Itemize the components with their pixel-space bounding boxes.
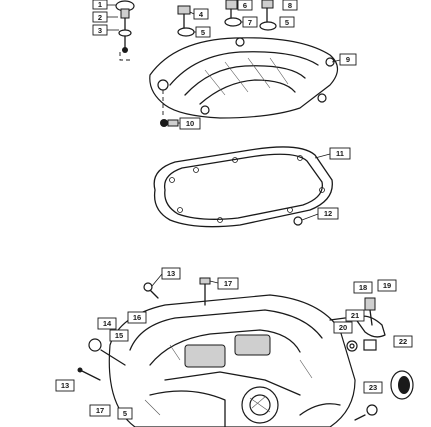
callout-5-right: 5	[279, 16, 295, 28]
callout-4: 4	[193, 8, 209, 20]
callout-16: 16	[127, 311, 147, 324]
part-bolt-center-b	[224, 0, 242, 27]
svg-text:20: 20	[339, 323, 347, 332]
part-housing	[108, 294, 356, 427]
callout-7: 7	[242, 16, 258, 28]
part-stud-upper	[143, 282, 159, 299]
callout-23: 23	[363, 381, 383, 394]
callout-17-top: 17	[217, 277, 239, 290]
svg-text:5: 5	[201, 28, 205, 37]
svg-text:19: 19	[383, 281, 391, 290]
callout-3: 3	[92, 24, 108, 36]
svg-text:17: 17	[224, 279, 232, 288]
svg-text:18: 18	[359, 283, 367, 292]
callout-2: 2	[92, 11, 108, 23]
svg-text:12: 12	[324, 209, 332, 218]
svg-text:11: 11	[336, 149, 344, 158]
callout-9: 9	[339, 53, 357, 66]
part-bolt-right	[259, 0, 277, 31]
callout-21: 21	[345, 309, 365, 322]
callout-13-left: 13	[55, 379, 75, 392]
svg-text:13: 13	[167, 269, 175, 278]
part-small-nut	[354, 404, 378, 421]
callout-18: 18	[353, 281, 373, 294]
part-plug-small	[160, 119, 179, 127]
leader-lines	[107, 4, 341, 287]
callout-10: 10	[179, 117, 201, 130]
part-cap-round	[390, 370, 414, 400]
part-pin-lower-left	[77, 367, 101, 381]
callout-5: 5	[195, 26, 211, 38]
callout-14: 14	[97, 317, 117, 330]
callout-19: 19	[377, 279, 397, 292]
svg-text:10: 10	[186, 119, 194, 128]
callout-5-lower: 5	[117, 407, 133, 420]
svg-text:5: 5	[285, 18, 289, 27]
svg-text:5: 5	[123, 409, 127, 418]
callout-20: 20	[333, 321, 353, 334]
part-top-cover	[149, 37, 339, 119]
callout-13-top: 13	[161, 267, 181, 280]
svg-text:13: 13	[61, 381, 69, 390]
part-bolt-left	[115, 0, 135, 61]
svg-text:15: 15	[115, 331, 123, 340]
part-shift-linkage	[329, 297, 386, 352]
svg-text:8: 8	[288, 1, 292, 10]
svg-text:23: 23	[369, 383, 377, 392]
callout-11: 11	[329, 147, 351, 160]
callout-1: 1	[92, 0, 108, 10]
svg-text:1: 1	[98, 0, 102, 9]
part-o-ring	[293, 216, 303, 226]
svg-text:21: 21	[351, 311, 359, 320]
svg-text:16: 16	[133, 313, 141, 322]
svg-text:2: 2	[98, 13, 102, 22]
svg-text:4: 4	[199, 10, 204, 19]
svg-text:9: 9	[346, 55, 350, 64]
part-gasket	[153, 146, 333, 228]
svg-text:7: 7	[248, 18, 252, 27]
callout-15: 15	[109, 329, 129, 342]
callout-6: 6	[237, 0, 253, 11]
svg-text:14: 14	[103, 319, 112, 328]
part-left-bolt-lower	[88, 338, 126, 366]
svg-text:17: 17	[96, 406, 104, 415]
svg-text:3: 3	[98, 26, 102, 35]
svg-text:6: 6	[243, 1, 247, 10]
svg-text:22: 22	[399, 337, 407, 346]
part-bolt-center-a	[177, 5, 195, 37]
callout-12: 12	[317, 207, 339, 220]
callout-17-bottom: 17	[89, 404, 111, 417]
callout-22: 22	[393, 335, 413, 348]
callout-8: 8	[282, 0, 298, 11]
